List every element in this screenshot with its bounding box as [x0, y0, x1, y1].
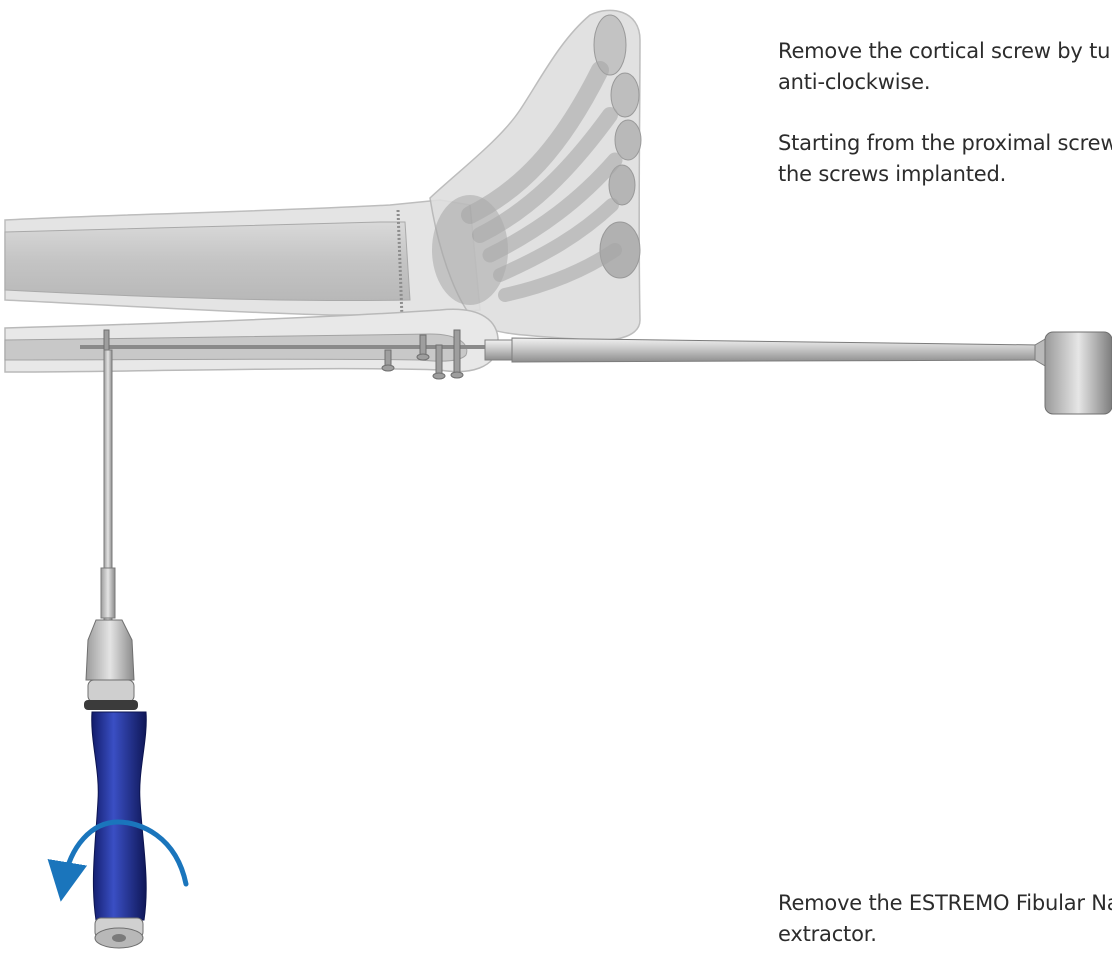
instruction-remove-nail: Remove the ESTREMO Fibular Nail t extrac… — [778, 888, 1112, 950]
foot-shape — [430, 10, 641, 340]
instruction-remove-cortical-screw: Remove the cortical screw by turning ant… — [778, 36, 1112, 98]
instruction-line: Remove the ESTREMO Fibular Nail t — [778, 888, 1112, 919]
nail-extractor — [485, 332, 1112, 414]
leg-shape — [5, 200, 480, 318]
instruction-line: the screws implanted. — [778, 159, 1112, 190]
instruction-line: Starting from the proximal screw, r — [778, 128, 1112, 159]
instruction-line: anti-clockwise. — [778, 67, 1112, 98]
instruction-screw-order: Starting from the proximal screw, r the … — [778, 128, 1112, 190]
instruction-line: Remove the cortical screw by turning — [778, 36, 1112, 67]
screwdriver — [84, 350, 146, 948]
fibula-shape — [5, 309, 505, 372]
instruction-line: extractor. — [778, 919, 1112, 950]
